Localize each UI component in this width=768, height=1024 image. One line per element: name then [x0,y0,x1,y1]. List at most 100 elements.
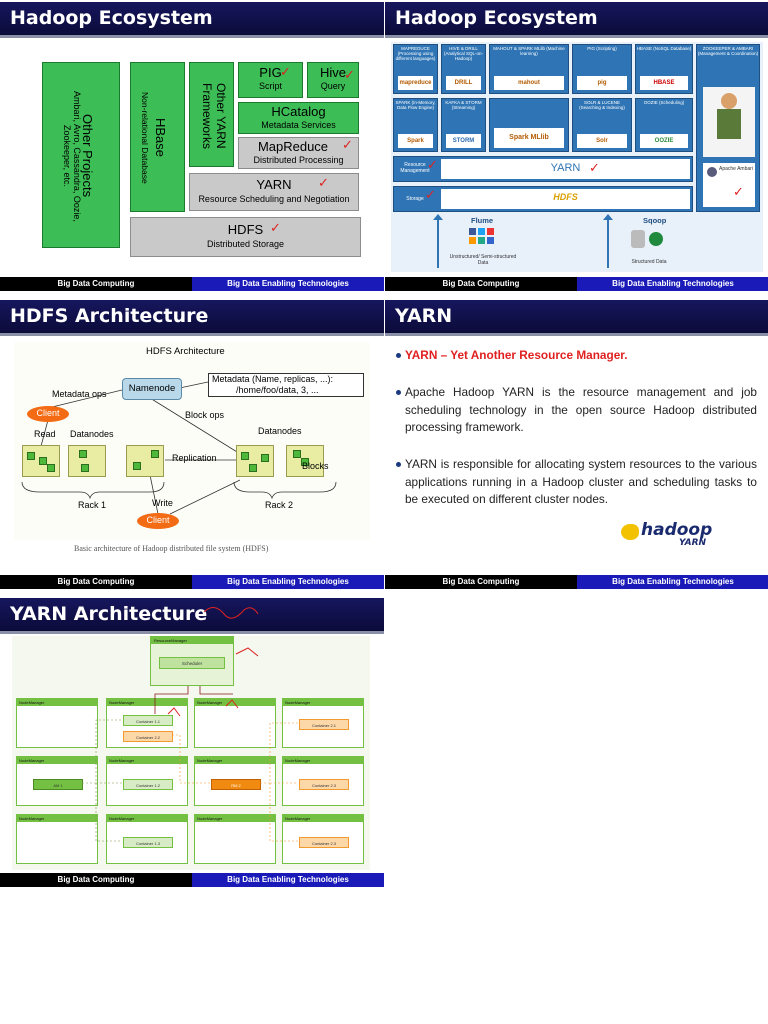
sqoop-label: Sqoop [643,216,667,225]
mapreduce-subtitle: Distributed Processing [253,155,344,165]
hive-title: Hive [319,65,346,80]
node-manager: NodeManager AM 1 [16,756,98,806]
check-mark-icon: ✓ [318,176,329,191]
pig-title: PIG [259,65,282,80]
bullet-icon [396,462,401,467]
check-mark-icon: ✓ [425,188,436,203]
hdfs-subtitle: Distributed Storage [206,239,285,249]
footer-topic: Big Data Enabling Technologies [192,277,384,291]
bullet-yarn-definition: YARN – Yet Another Resource Manager. [396,347,757,365]
hcatalog-subtitle: Metadata Services [261,120,336,130]
database-icon [631,230,645,248]
flume-label: Flume [471,216,494,225]
container-2-2: Container 2.2 [123,731,173,742]
slide-hdfs-architecture: HDFS Architecture HDFS Architecture Meta… [0,300,384,589]
footer-topic: Big Data Enabling Technologies [192,873,384,887]
yarn-label: YARN [550,162,581,174]
datanode [126,445,164,477]
client-label: Client [36,408,60,418]
title-bar: Hadoop Ecosystem [385,2,768,38]
slide-title: YARN Architecture [10,603,208,625]
check-mark-icon: ✓ [344,68,355,83]
ambari-logo-icon [707,167,717,177]
slide-yarn-architecture: YARN Architecture ResourceManager Schedu… [0,598,384,887]
title-bar: YARN Architecture [0,598,384,634]
footer-course: Big Data Computing [57,875,135,884]
hive-drill-box: HIVE & DRILL (Analytical SQL-on-Hadoop) … [441,44,486,94]
datanodes-label-rack2: Datanodes [258,426,302,436]
elephant-icon [621,524,639,540]
zookeeper-ambari-box: ZOOKEEPER & AMBARI (Management & Coordin… [696,44,760,212]
yarn-block [189,173,359,211]
slide-title: YARN [395,305,453,327]
datanode [236,445,274,477]
bullet-icon [396,390,401,395]
hdfs-block [130,217,361,257]
pig-box: PIG (Scripting) pig [572,44,632,94]
bullet-yarn-description: Apache Hadoop YARN is the resource manag… [396,384,757,437]
hbase-title: HBase [153,118,168,158]
hbase-box: HBASE (NoSQL Database) HBASE [635,44,693,94]
sqoop-arrow [607,218,609,268]
check-mark-icon: ✓ [733,185,744,200]
container-2-3: Container 2.3 [299,837,349,848]
yarn-title: YARN [256,177,292,192]
pig-subtitle: Script [258,81,282,91]
footer-course: Big Data Computing [57,577,135,586]
hadoop-yarn-logo: hadoop YARN [621,520,737,552]
check-mark-icon: ✓ [270,221,281,236]
zookeeper-mascot-icon [721,93,737,109]
footer-topic: Big Data Enabling Technologies [577,277,768,291]
node-manager: NodeManager Container 1.3 [106,814,188,864]
hcatalog-title: HCatalog [271,104,326,119]
social-icons [469,228,495,250]
mapreduce-title: MapReduce [257,139,329,154]
read-label: Read [34,429,56,439]
node-manager: NodeManager Container 2.3 [282,756,364,806]
node-manager: NodeManager [16,814,98,864]
node-manager: NodeManager [16,698,98,748]
other-projects-title: Other Projects [80,114,95,198]
rack1-label: Rack 1 [78,500,107,510]
bullet-icon [396,353,401,358]
write-label: Write [152,498,173,508]
hbase-subtitle: Non-relational Database [140,92,150,184]
check-mark-icon: ✓ [342,138,353,153]
kafka-storm-box: KAFKA & STORM (Streaming) STORM [441,98,486,152]
bullet-yarn-responsibility: YARN is responsible for allocating syste… [396,456,757,509]
spark-box: SPARK (In-Memory, Data Flow Engine) Spar… [393,98,438,152]
footer-topic: Big Data Enabling Technologies [192,575,384,589]
other-projects-list: Ambari, Avro, Cassandra, Oozie, Zookeepe… [62,90,82,222]
datanode [22,445,60,477]
client-node-read [27,406,69,422]
hive-subtitle: Query [320,81,346,91]
resource-manager-box: ResourceManager Scheduler [150,636,234,686]
mahout-mllib-box: MAHOUT & SPARK MLlib (Machine learning) … [489,44,569,94]
container-2-1: Container 2.1 [299,719,349,730]
title-bar: HDFS Architecture [0,300,384,336]
yarn-connector-lines [82,607,298,842]
node-manager: NodeManager [194,814,276,864]
namenode-label: Namenode [128,383,176,394]
footer: Big Data Computing Big Data Enabling Tec… [385,277,768,291]
container-1-3: Container 1.3 [123,837,173,848]
check-mark-icon: ✓ [427,158,438,173]
other-projects-block [42,62,120,248]
figure-caption: Basic architecture of Hadoop distributed… [74,544,269,553]
slide-title: Hadoop Ecosystem [10,7,213,29]
application-master-1: AM 1 [33,779,83,790]
mapreduce-box: MAPREDUCE (Processing using different la… [393,44,438,94]
hbase-block [130,62,185,212]
datanodes-label-rack1: Datanodes [70,429,114,439]
yarn-subtitle: Resource Scheduling and Negotiation [198,194,350,204]
solr-lucene-box: SOLR & LUCENE (Searching & Indexing) Sol… [572,98,632,152]
hdfs-connector-lines [21,381,337,515]
footer-course: Big Data Computing [57,279,135,288]
datanode [68,445,106,477]
hcatalog-block [238,102,359,134]
oozie-box: OOZIE (Scheduling) OOZIE [635,98,693,152]
metadata-box [208,373,364,397]
title-bar: Hadoop Ecosystem [0,2,384,38]
namenode-box [122,378,182,400]
node-manager: NodeManager RM 2 [194,756,276,806]
